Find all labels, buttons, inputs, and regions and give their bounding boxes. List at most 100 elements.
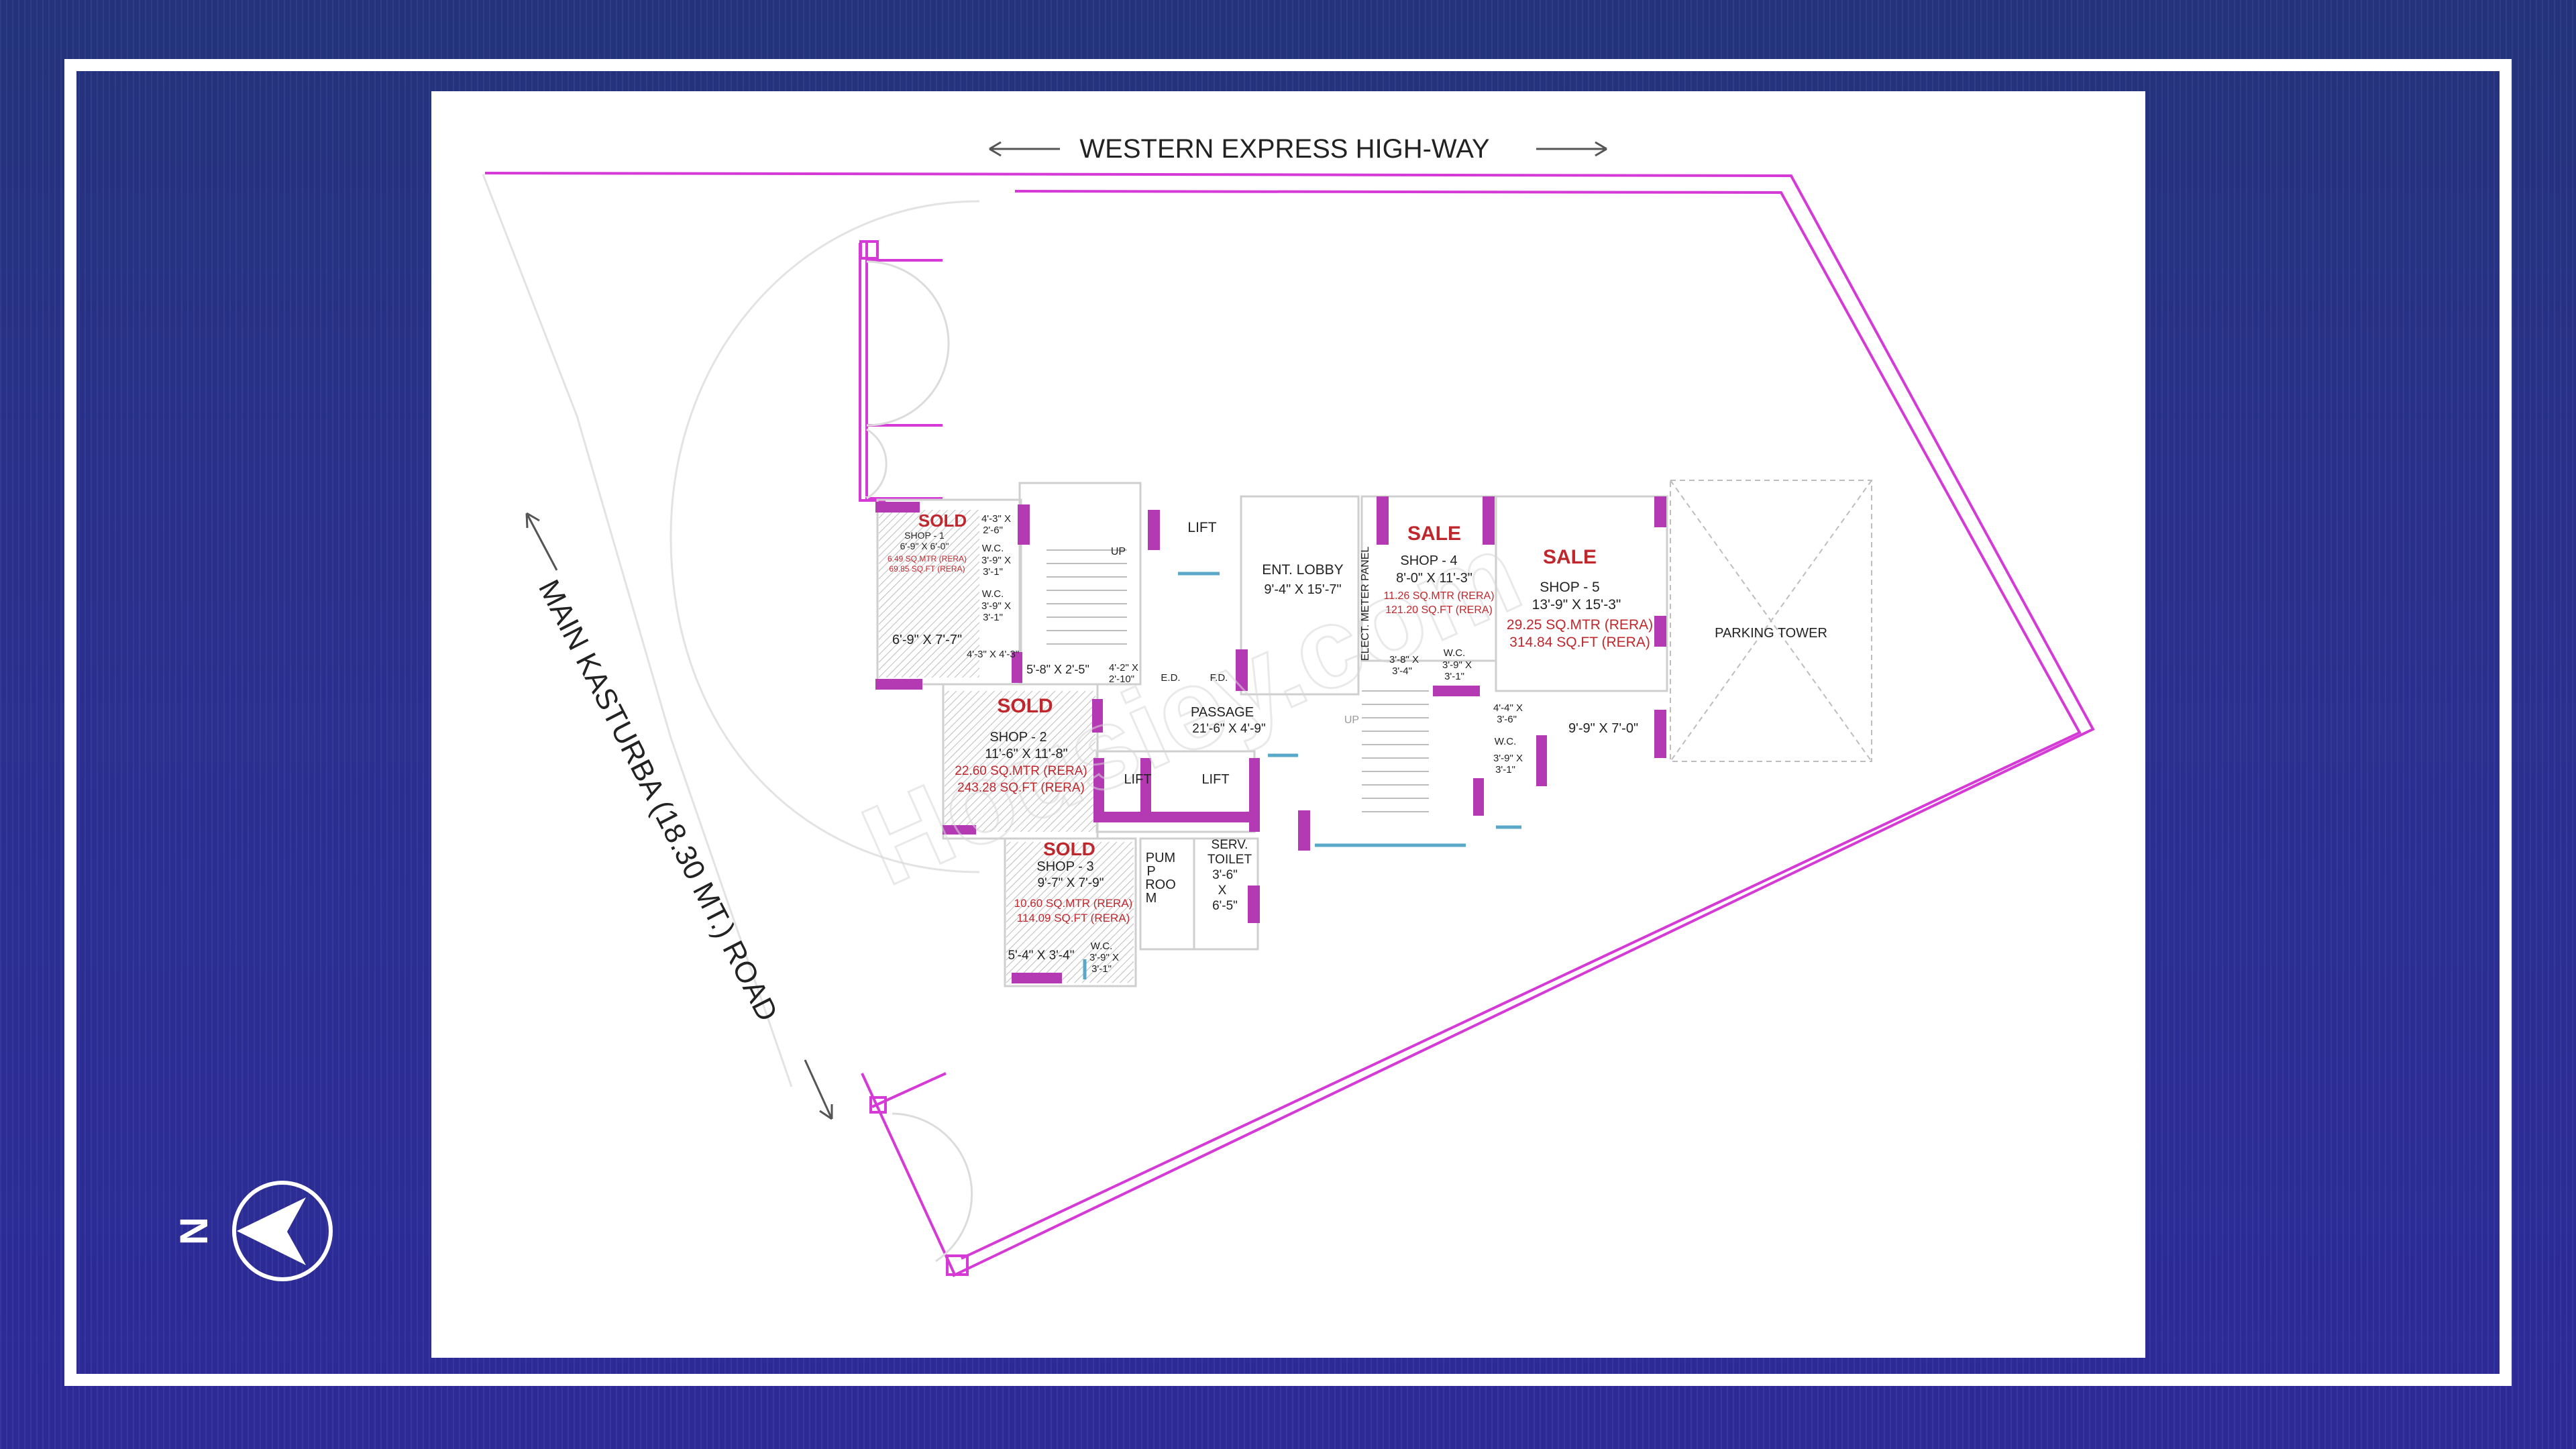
boundary-lower-left [861, 1073, 957, 1277]
underlay-curve [669, 200, 980, 873]
elect-meter-label: ELECT. METER PANEL [1360, 546, 1371, 661]
road-top-label: WESTERN EXPRESS HIGH-WAY [1079, 134, 1489, 164]
shop5-area [1495, 495, 1668, 692]
shop1-status: SOLD [918, 511, 967, 531]
shop2-area-f: 243.28 SQ.FT (RERA) [957, 781, 1085, 795]
boundary-outer [484, 172, 2095, 1277]
wc-4-size-b: 3'-1" [1495, 764, 1515, 775]
shop1-name: SHOP - 1 [904, 530, 945, 541]
wall-block [1536, 735, 1547, 786]
wall-block [1483, 496, 1495, 545]
up-label-2: UP [1344, 714, 1359, 726]
wc-4-label: W.C. [1495, 736, 1517, 747]
shop3-labels: SOLD SHOP - 3 9'-7" X 7'-9" 10.60 SQ.MTR… [1014, 839, 1133, 924]
dim-6: 5'-8" X 2'-5" [1026, 663, 1089, 676]
pump-room-label-2: P [1146, 864, 1155, 879]
dim-9: 4'-4" X [1493, 702, 1523, 714]
shop2-labels: SOLD SHOP - 2 11'-6" X 11'-8" 22.60 SQ.M… [955, 695, 1087, 795]
passage-label: PASSAGE [1191, 705, 1254, 720]
wall-block [1654, 496, 1666, 527]
dim-8b: 3'-4" [1392, 665, 1412, 677]
shop3-area [1004, 837, 1137, 987]
shop5-area-f: 314.84 SQ.FT (RERA) [1509, 635, 1650, 650]
wall-block [1012, 652, 1022, 683]
door-arc [866, 260, 950, 427]
shop4-area-f: 121.20 SQ.FT (RERA) [1385, 604, 1493, 616]
wall-block [1248, 885, 1260, 923]
wall-pieces [875, 496, 1666, 983]
dim-11: 5'-4" X 3'-4" [1008, 949, 1075, 963]
shop5-size: 13'-9" X 15'-3" [1532, 597, 1621, 612]
wc-5-size: 3'-9" X [1089, 952, 1119, 963]
door-arcs [866, 260, 973, 1263]
glazing [1083, 572, 1521, 979]
wc-1-size: 3'-9" X [981, 555, 1011, 566]
serv-toilet-label-2: TOILET [1208, 853, 1252, 867]
road-arrows [525, 141, 1607, 1120]
wall-block [1654, 616, 1666, 647]
dim-1b: 2'-6" [983, 525, 1003, 536]
wc-5-label: W.C. [1091, 941, 1113, 952]
shop2-name: SHOP - 2 [989, 730, 1046, 745]
corner-block [946, 1254, 969, 1276]
compass-ring [232, 1181, 333, 1281]
hatch-shop3 [1006, 842, 1134, 983]
passage-size: 21'-6" X 4'-9" [1192, 722, 1265, 736]
wall-block [1298, 810, 1310, 851]
wall-block [1433, 686, 1480, 696]
up-label: UP [1111, 546, 1126, 557]
road-left-label: MAIN KASTURBA (18.30 MT.) ROAD [532, 575, 784, 1027]
parking-box [1670, 480, 1872, 762]
shop3-area-m: 10.60 SQ.MTR (RERA) [1014, 897, 1133, 910]
boundary-left-wall [859, 243, 885, 502]
ent-lobby-size: 9'-4" X 15'-7" [1264, 582, 1341, 597]
wc-1-label: W.C. [982, 543, 1004, 554]
serv-toilet-label-3: 3'-6" [1212, 868, 1238, 882]
shop3-status: SOLD [1043, 839, 1095, 859]
staircase [1046, 549, 1429, 812]
shop2-area-m: 22.60 SQ.MTR (RERA) [955, 764, 1087, 778]
boundary-ticks [865, 259, 947, 1108]
shop3-name: SHOP - 3 [1036, 859, 1093, 874]
dim-7b: 2'-10" [1109, 674, 1134, 685]
stair-area [1018, 482, 1142, 686]
hatch-shop2 [945, 691, 1095, 832]
wc-2-size-b: 3'-1" [983, 612, 1003, 623]
shop5-status: SALE [1543, 546, 1597, 568]
lift-wall [1093, 758, 1104, 822]
north-label: N [172, 1217, 216, 1245]
serv-toilet-label-1: SERV. [1212, 838, 1248, 852]
site-underlay [482, 174, 980, 1087]
shop5-name: SHOP - 5 [1540, 580, 1599, 595]
dim-5: 4'-3" X 4'-3" [967, 649, 1019, 660]
wall-block [1148, 510, 1160, 550]
corner-block [859, 240, 879, 260]
parking-cross [1670, 480, 1872, 762]
shop1-area-m: 6.49 SQ.MTR (RERA) [888, 554, 967, 564]
shop4-labels: SALE SHOP - 4 8'-0" X 11'-3" 11.26 SQ.MT… [1383, 523, 1494, 616]
dim-7: 4'-2" X [1109, 662, 1138, 674]
wc-3-label: W.C. [1444, 647, 1466, 659]
shop4-area-m: 11.26 SQ.MTR (RERA) [1383, 590, 1494, 602]
wall-block [875, 679, 922, 690]
shop1-area-f: 69.85 SQ.FT (RERA) [889, 564, 965, 574]
dim-10: 9'-9" X 7'-0" [1568, 721, 1638, 736]
lift-wall [1249, 758, 1260, 832]
wall-block [875, 502, 920, 513]
lobby-area [1240, 495, 1360, 696]
ent-lobby-label: ENT. LOBBY [1262, 562, 1343, 578]
fd-label: F.D. [1210, 672, 1228, 684]
shop4-status: SALE [1407, 523, 1461, 545]
door-arc [866, 428, 888, 500]
wc-5-size-b: 3'-1" [1091, 963, 1112, 975]
shop3-size: 9'-7" X 7'-9" [1038, 876, 1104, 890]
dim-4: 6'-9" X 7'-7" [892, 633, 962, 647]
ed-label: E.D. [1161, 672, 1180, 684]
wc-3-size: 3'-9" X [1442, 659, 1472, 671]
lift-wall [1140, 758, 1151, 822]
shop4-name: SHOP - 4 [1400, 553, 1457, 568]
dim-8: 3'-8" X [1389, 654, 1419, 665]
serv-toilet-label-4: X [1218, 883, 1227, 898]
lift-label-2: LIFT [1124, 772, 1151, 787]
